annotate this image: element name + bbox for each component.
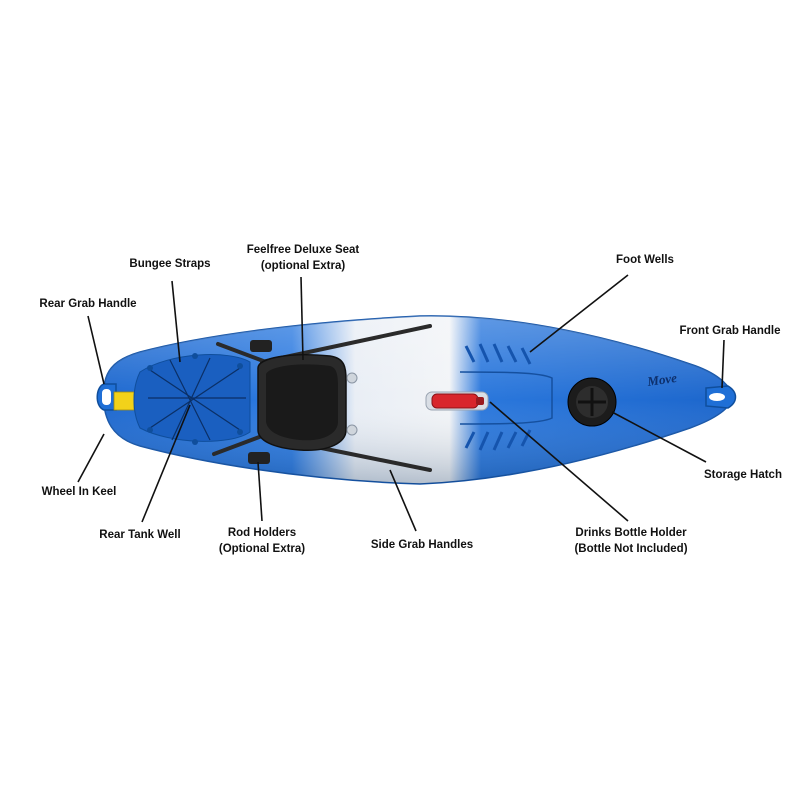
leader-storage-hatch [611, 411, 707, 463]
label-rear-grab-handle: Rear Grab Handle [39, 298, 137, 310]
label-storage-hatch: Storage Hatch [704, 469, 782, 481]
rod-holder-bottom [248, 452, 270, 464]
label-wheel-in-keel: Wheel In Keel [41, 486, 117, 498]
label-bungee-straps: Bungee Straps [129, 258, 211, 270]
warning-sticker [113, 391, 135, 411]
label-rear-tank-well: Rear Tank Well [99, 529, 181, 541]
storage-hatch [567, 377, 617, 427]
label-side-grab-handles: Side Grab Handles [370, 539, 474, 551]
seat-mount [346, 372, 358, 384]
drinks-bottle-holder [425, 391, 489, 411]
leader-foot-wells [529, 274, 629, 353]
foot-well-channel [459, 371, 553, 425]
label-foot-wells: Foot Wells [616, 254, 674, 266]
leader-rod-holders [257, 461, 263, 522]
foot-wells-top [464, 343, 532, 365]
leader-front-grab-handle [721, 339, 725, 389]
leader-bungee-straps [171, 280, 181, 363]
label-deluxe-seat: Feelfree Deluxe Seat (optional Extra) [246, 244, 360, 272]
label-front-grab-handle: Front Grab Handle [679, 325, 781, 337]
leader-rear-tank-well [141, 404, 191, 523]
bottle [431, 393, 479, 409]
seat-mount [346, 424, 358, 436]
front-grab-handle-hole [709, 393, 725, 401]
leader-seat [300, 276, 304, 361]
label-drinks-holder: Drinks Bottle Holder (Bottle Not Include… [574, 527, 688, 555]
rear-grab-handle-hole [102, 389, 111, 405]
leader-wheel-in-keel [77, 433, 105, 483]
leader-side-grab-handles [389, 469, 417, 532]
deluxe-seat [257, 354, 347, 451]
foot-wells-bottom [464, 429, 532, 451]
leader-lines [77, 274, 725, 532]
leader-drinks-holder [489, 401, 629, 522]
bungee-anchors [147, 353, 243, 445]
label-rod-holders: Rod Holders (Optional Extra) [218, 527, 306, 555]
kayak-logo: Move [645, 370, 678, 389]
rod-holder-top [250, 340, 272, 352]
bungee-straps [148, 357, 246, 441]
leader-rear-grab-handle [87, 315, 105, 385]
